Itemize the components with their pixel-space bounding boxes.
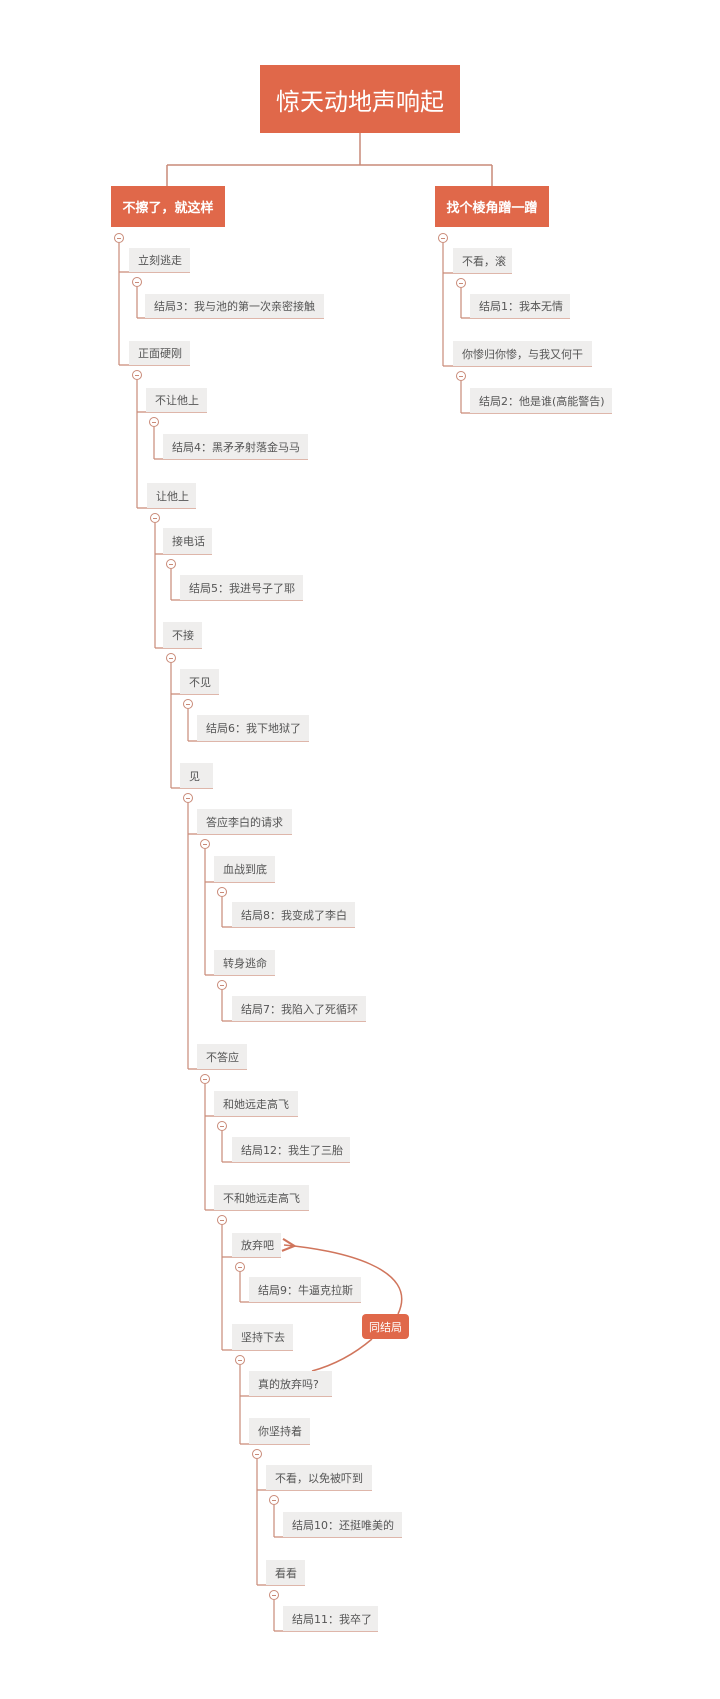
topic-node[interactable]: 结局9：牛逼克拉斯: [249, 1277, 361, 1302]
collapse-toggle-icon[interactable]: [456, 371, 466, 381]
topic-node[interactable]: 结局10：还挺唯美的: [283, 1512, 402, 1537]
collapse-toggle-icon[interactable]: [235, 1355, 245, 1365]
root-topic[interactable]: 惊天动地声响起: [260, 65, 460, 133]
collapse-toggle-icon[interactable]: [200, 1074, 210, 1084]
topic-node[interactable]: 结局6：我下地狱了: [197, 715, 309, 741]
topic-node[interactable]: 结局8：我变成了李白: [232, 902, 355, 927]
topic-node[interactable]: 不见: [180, 669, 219, 694]
topic-node[interactable]: 不接: [163, 622, 202, 648]
topic-node[interactable]: 血战到底: [214, 856, 275, 882]
topic-node[interactable]: 结局4：黑矛矛射落金马马: [163, 434, 308, 459]
topic-node[interactable]: 不让他上: [146, 388, 207, 412]
topic-node[interactable]: 结局3：我与池的第一次亲密接触: [145, 294, 324, 318]
relation-arrow: [284, 1245, 403, 1315]
topic-node[interactable]: 让他上: [147, 483, 196, 508]
topic-node[interactable]: 接电话: [163, 528, 212, 554]
main-topic-left[interactable]: 不擦了，就这样: [111, 186, 225, 227]
topic-node[interactable]: 真的放弃吗?: [249, 1371, 332, 1396]
collapse-toggle-icon[interactable]: [217, 1215, 227, 1225]
topic-node[interactable]: 坚持下去: [232, 1324, 293, 1350]
topic-node[interactable]: 结局7：我陷入了死循环: [232, 996, 366, 1021]
collapse-toggle-icon[interactable]: [235, 1262, 245, 1272]
topic-node[interactable]: 转身逃命: [214, 950, 275, 975]
collapse-toggle-icon[interactable]: [456, 278, 466, 288]
collapse-toggle-icon[interactable]: [149, 417, 159, 427]
topic-node[interactable]: 不看，滚: [453, 248, 512, 273]
relation-line: [311, 1338, 373, 1372]
collapse-toggle-icon[interactable]: [150, 513, 160, 523]
collapse-toggle-icon[interactable]: [217, 980, 227, 990]
collapse-toggle-icon[interactable]: [132, 277, 142, 287]
topic-node[interactable]: 答应李白的请求: [197, 809, 292, 834]
topic-node[interactable]: 结局12：我生了三胎: [232, 1137, 350, 1162]
collapse-toggle-icon[interactable]: [252, 1449, 262, 1459]
collapse-toggle-icon[interactable]: [183, 699, 193, 709]
topic-node[interactable]: 结局5：我进号子了耶: [180, 575, 303, 600]
topic-node[interactable]: 放弃吧: [232, 1233, 281, 1257]
collapse-toggle-icon[interactable]: [166, 559, 176, 569]
collapse-toggle-icon[interactable]: [183, 793, 193, 803]
collapse-toggle-icon[interactable]: [132, 370, 142, 380]
topic-node[interactable]: 结局2：他是谁(高能警告): [470, 388, 612, 413]
topic-node[interactable]: 你惨归你惨，与我又何干: [453, 341, 592, 366]
collapse-toggle-icon[interactable]: [217, 887, 227, 897]
collapse-toggle-icon[interactable]: [200, 839, 210, 849]
topic-node[interactable]: 见: [180, 763, 213, 788]
topic-node[interactable]: 结局1：我本无情: [470, 294, 570, 318]
topic-node[interactable]: 立刻逃走: [129, 248, 190, 272]
topic-node[interactable]: 看看: [266, 1560, 305, 1585]
collapse-toggle-icon[interactable]: [114, 233, 124, 243]
topic-node[interactable]: 不答应: [197, 1044, 247, 1069]
topic-node[interactable]: 结局11：我卒了: [283, 1606, 378, 1631]
collapse-toggle-icon[interactable]: [217, 1121, 227, 1131]
same-ending-callout[interactable]: 同结局: [362, 1314, 409, 1339]
topic-node[interactable]: 正面硬刚: [129, 341, 190, 365]
topic-node[interactable]: 和她远走高飞: [214, 1091, 298, 1116]
topic-node[interactable]: 你坚持着: [249, 1418, 310, 1444]
main-topic-right[interactable]: 找个棱角蹭一蹭: [435, 186, 549, 227]
collapse-toggle-icon[interactable]: [269, 1590, 279, 1600]
topic-node[interactable]: 不看，以免被吓到: [266, 1465, 372, 1490]
collapse-toggle-icon[interactable]: [166, 653, 176, 663]
collapse-toggle-icon[interactable]: [438, 233, 448, 243]
collapse-toggle-icon[interactable]: [269, 1495, 279, 1505]
topic-node[interactable]: 不和她远走高飞: [214, 1185, 309, 1210]
